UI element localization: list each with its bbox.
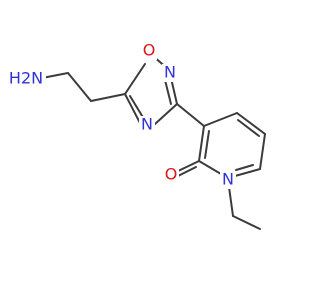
oxadiazole-oxygen: O: [141, 41, 157, 60]
bond-n4-c5-double: [129, 95, 145, 120]
bond-nh2-ch2: [41, 72, 69, 79]
atom-labels: H2N O N N O N: [9, 41, 236, 189]
bond-ring-5: [198, 160, 222, 175]
amine-label: H2N: [9, 69, 46, 88]
bond-ring-4: [234, 168, 261, 177]
pyridinone-nitrogen-text: N: [222, 170, 234, 189]
bond-n2-c3-double: [164, 79, 172, 105]
bond-n-ch2: [228, 186, 234, 217]
carbonyl-oxygen-text: O: [165, 165, 178, 184]
bond-c3-n4: [154, 103, 178, 125]
amine-text: H2N: [9, 69, 43, 88]
bond-ch2-ch2: [67, 72, 92, 102]
carbonyl-oxygen: O: [163, 165, 179, 184]
bond-ring-6-double: [204, 130, 210, 159]
bond-ring-6: [198, 125, 205, 162]
bond-carbonyl: [175, 160, 200, 173]
oxadiazole-nitrogen-upper: N: [162, 63, 178, 82]
oxadiazole-nitrogen-lower: N: [139, 115, 155, 134]
oxadiazole-nitrogen-upper-text: N: [164, 63, 176, 82]
oxadiazole-oxygen-text: O: [143, 41, 156, 60]
bond-ring-1: [203, 112, 238, 127]
bond-ch2-ch3: [232, 215, 261, 230]
bond-ring-4-double: [235, 164, 254, 171]
pyridinone-nitrogen: N: [220, 170, 236, 189]
oxadiazole-nitrogen-lower-text: N: [141, 115, 153, 134]
bond-c3-c3prime: [176, 103, 205, 127]
bond-ring-2: [236, 112, 266, 135]
bond-n4-c5: [124, 93, 141, 124]
molecule-diagram: H2N O N N O N: [9, 41, 266, 230]
bond-ring-2-double: [237, 119, 260, 137]
bond-ring-3: [259, 133, 266, 170]
bond-carbonyl-double: [175, 166, 197, 178]
bonds: [41, 55, 266, 230]
bond-c5-o1: [124, 63, 146, 95]
structure-canvas: H2N O N N O N: [8, 40, 266, 230]
bond-ch2-c5: [90, 93, 126, 102]
bond-n2-c3: [170, 77, 178, 105]
